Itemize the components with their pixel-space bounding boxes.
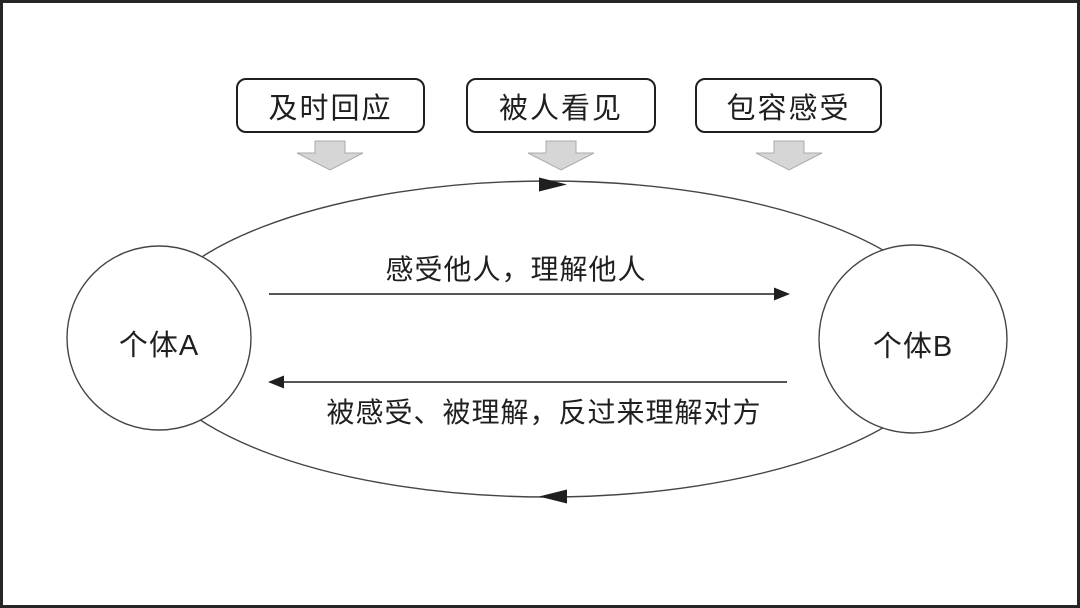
concept-box-label: 及时回应 bbox=[268, 92, 393, 125]
concept-box-accepting-feelings: 包容感受 bbox=[695, 78, 882, 133]
node-circle-a bbox=[66, 245, 252, 431]
forward-arrowhead-icon bbox=[774, 287, 790, 301]
concept-box-label: 被人看见 bbox=[498, 92, 623, 125]
down-arrow-icon bbox=[296, 140, 364, 171]
node-a-label: 个体A bbox=[118, 330, 200, 362]
node-circle-b bbox=[818, 244, 1008, 434]
down-arrow-icon bbox=[527, 140, 595, 171]
node-b-label: 个体B bbox=[872, 331, 954, 363]
concept-box-being-seen: 被人看见 bbox=[466, 78, 656, 133]
diagram-graphics bbox=[66, 140, 1008, 504]
backward-relation-label: 被感受、被理解，反过来理解对方 bbox=[326, 397, 762, 428]
down-arrow-icon bbox=[755, 140, 823, 171]
forward-relation-label: 感受他人，理解他人 bbox=[385, 254, 647, 285]
backward-arrowhead-icon bbox=[268, 375, 284, 389]
concept-box-timely-response: 及时回应 bbox=[236, 78, 425, 133]
concept-box-label: 包容感受 bbox=[726, 92, 851, 125]
cycle-arrowhead-bottom-left-icon bbox=[539, 489, 567, 504]
cycle-arrowhead-top-right-icon bbox=[539, 177, 567, 192]
